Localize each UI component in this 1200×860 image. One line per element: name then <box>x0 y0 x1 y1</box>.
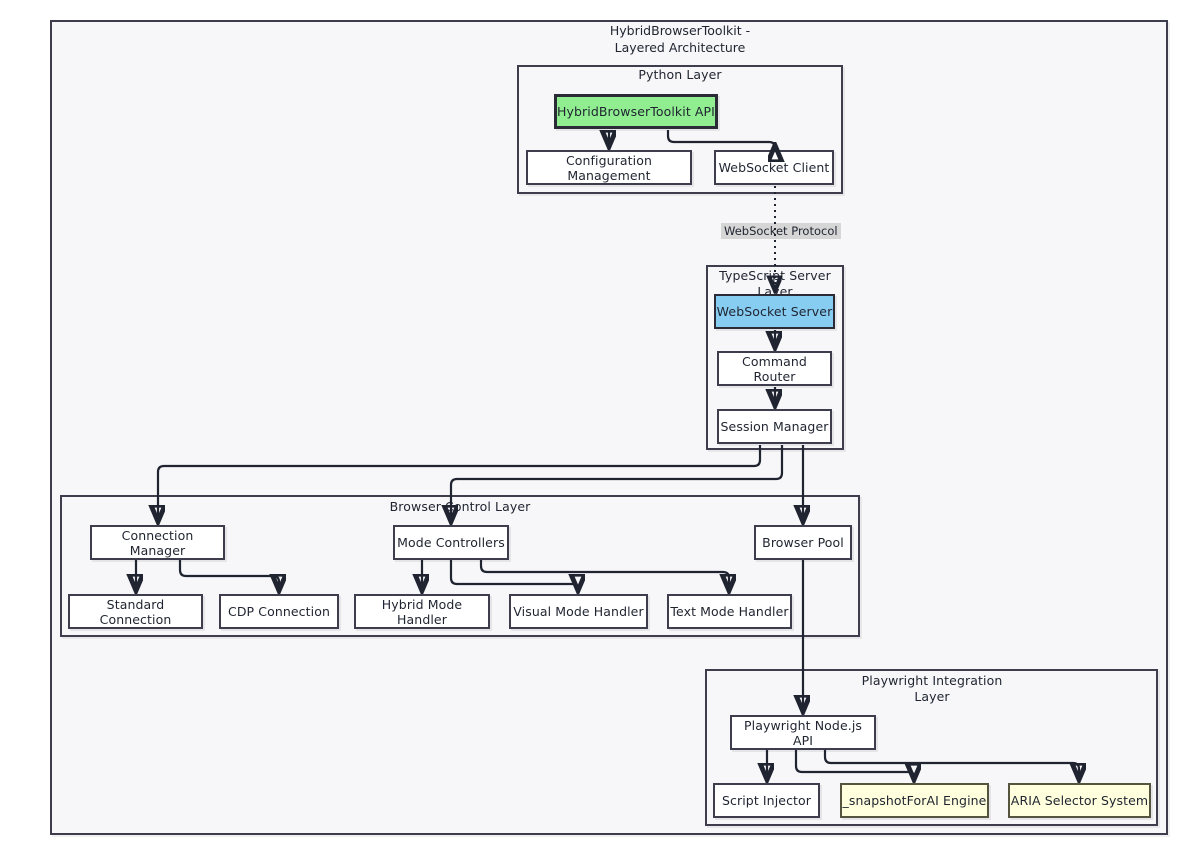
layer-python-title: Python Layer <box>638 67 722 82</box>
node-aria-selector-system[interactable]: ARIA Selector System <box>1008 783 1151 818</box>
node-connection-manager[interactable]: Connection Manager <box>90 525 225 560</box>
page-title: HybridBrowserToolkit - Layered Architect… <box>609 23 751 55</box>
layer-playwright-title: Playwright Integration Layer <box>861 673 1003 704</box>
layer-browser-control-title: Browser Control Layer <box>389 499 531 514</box>
node-configuration-management[interactable]: Configuration Management <box>526 150 692 185</box>
node-websocket-client[interactable]: WebSocket Client <box>714 150 834 185</box>
node-mode-controllers[interactable]: Mode Controllers <box>393 525 509 560</box>
node-hybrid-browser-toolkit-api[interactable]: HybridBrowserToolkit API <box>554 94 718 129</box>
node-visual-mode-handler[interactable]: Visual Mode Handler <box>509 594 648 629</box>
node-playwright-node-js-api[interactable]: Playwright Node.js API <box>730 715 876 750</box>
node-snapshot-for-ai-engine[interactable]: _snapshotForAI Engine <box>840 783 989 818</box>
node-command-router[interactable]: Command Router <box>717 351 832 386</box>
node-session-manager[interactable]: Session Manager <box>717 409 832 444</box>
node-standard-connection[interactable]: Standard Connection <box>68 594 203 629</box>
node-cdp-connection[interactable]: CDP Connection <box>219 594 339 629</box>
node-text-mode-handler[interactable]: Text Mode Handler <box>667 594 792 629</box>
node-browser-pool[interactable]: Browser Pool <box>754 525 852 560</box>
node-script-injector[interactable]: Script Injector <box>713 783 820 818</box>
node-hybrid-mode-handler[interactable]: Hybrid Mode Handler <box>354 594 490 629</box>
node-websocket-server[interactable]: WebSocket Server <box>714 294 835 329</box>
edge-label-websocket-protocol: WebSocket Protocol <box>721 223 841 239</box>
